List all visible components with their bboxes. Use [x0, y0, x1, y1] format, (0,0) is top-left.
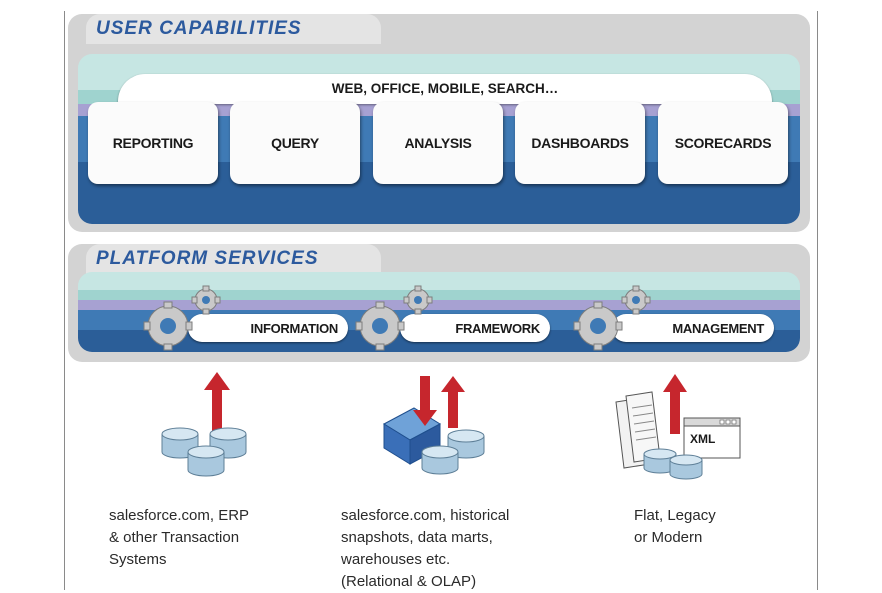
warehouses-caption: salesforce.com, historical snapshots, da…	[341, 507, 510, 590]
management-service: MANAGEMENT	[612, 314, 774, 342]
warehouse-illustration	[382, 376, 485, 475]
user-capabilities-title: USER CAPABILITIES	[86, 14, 381, 44]
scorecards-module: SCORECARDS	[658, 102, 788, 184]
flat-files-illustration	[615, 374, 741, 480]
framework-gear-icon	[355, 285, 433, 351]
down-arrow-icon	[413, 376, 437, 426]
transaction-systems-caption: salesforce.com, ERP & other Transaction …	[109, 507, 250, 568]
database-cylinders-icon	[161, 427, 247, 477]
dashboards-module: DASHBOARDS	[515, 102, 645, 184]
framework-service: FRAMEWORK	[400, 314, 550, 342]
channels-label: WEB, OFFICE, MOBILE, SEARCH…	[331, 80, 559, 96]
band-purple	[78, 300, 800, 310]
documents-icon	[615, 391, 661, 469]
up-arrow-icon	[441, 376, 465, 428]
up-arrow-icon	[204, 372, 230, 432]
band-light-teal	[78, 272, 800, 290]
up-arrow-icon	[663, 374, 687, 434]
platform-services-title: PLATFORM SERVICES	[86, 244, 381, 274]
information-gear-icon	[143, 285, 221, 351]
channels-shelf	[118, 74, 772, 104]
xml-window-icon	[683, 417, 741, 459]
flat-files-caption: Flat, Legacy or Modern	[634, 507, 716, 546]
transaction-systems-illustration	[161, 372, 247, 477]
information-service: INFORMATION	[188, 314, 348, 342]
analysis-module: ANALYSIS	[373, 102, 503, 184]
band-teal	[78, 290, 800, 300]
database-cylinders-icon	[421, 429, 485, 475]
reporting-module: REPORTING	[88, 102, 218, 184]
management-gear-icon	[573, 285, 651, 351]
query-module: QUERY	[230, 102, 360, 184]
diagram-frame	[64, 11, 818, 590]
database-cylinders-icon	[643, 448, 703, 480]
xml-label: XML	[690, 432, 716, 446]
